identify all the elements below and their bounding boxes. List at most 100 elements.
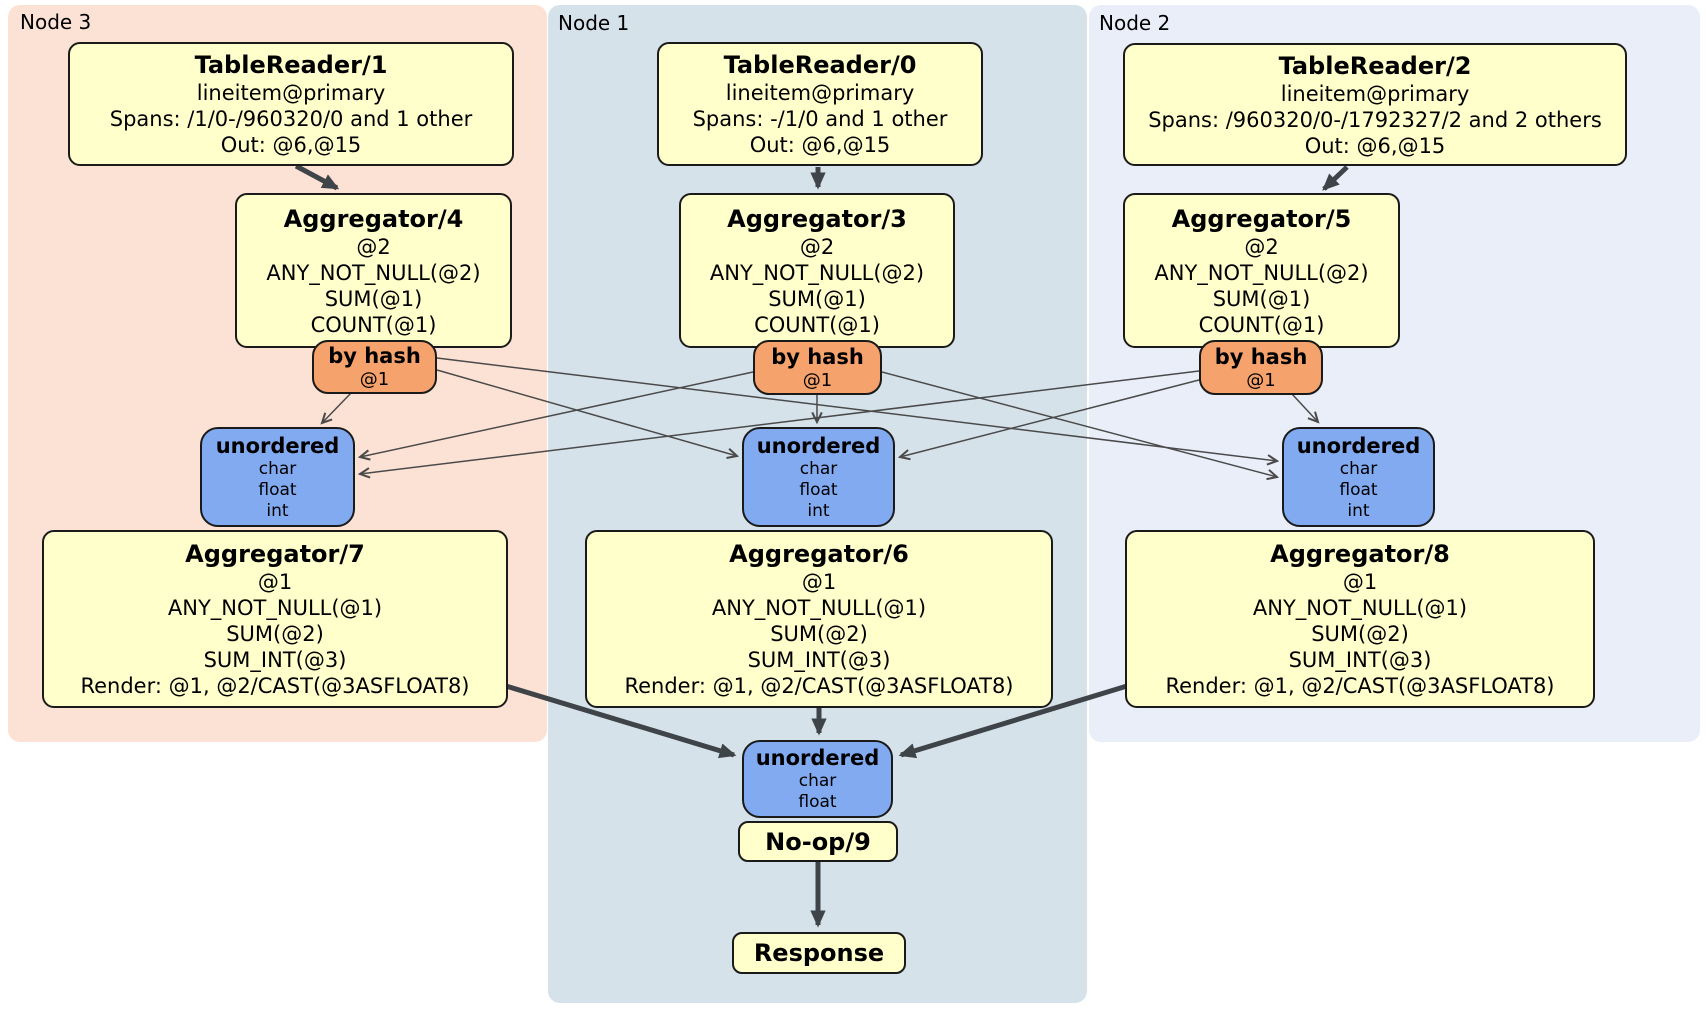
box-line: Render: @1, @2/CAST(@3ASFLOAT8) bbox=[1165, 674, 1555, 698]
box-line: lineitem@primary bbox=[196, 81, 386, 105]
edge-router3-sync2 bbox=[436, 357, 1277, 461]
box-title: TableReader/0 bbox=[723, 51, 917, 79]
node1-label: Node 1 bbox=[558, 11, 630, 35]
box-title: TableReader/2 bbox=[1278, 51, 1472, 80]
sync-title: unordered bbox=[1296, 433, 1421, 458]
box-line: SUM_INT(@3) bbox=[1288, 648, 1432, 672]
box-line: @2 bbox=[356, 234, 391, 259]
edge-router3-sync3 bbox=[322, 391, 353, 423]
router-title: by hash bbox=[771, 344, 864, 369]
sync-title: unordered bbox=[756, 433, 881, 458]
sync-line: char bbox=[258, 458, 297, 479]
box-title: No-op/9 bbox=[765, 827, 871, 856]
box-line: COUNT(@1) bbox=[310, 312, 437, 337]
aggregator-box-3: Aggregator/3 @2 ANY_NOT_NULL(@2) SUM(@1)… bbox=[679, 193, 955, 348]
box-line: Render: @1, @2/CAST(@3ASFLOAT8) bbox=[80, 674, 470, 698]
node3-label: Node 3 bbox=[20, 10, 92, 34]
edge-router1-sync3 bbox=[360, 371, 754, 457]
unordered-sync-node1: unordered char float int bbox=[742, 427, 895, 527]
box-title: Aggregator/3 bbox=[727, 204, 907, 233]
box-title: Aggregator/6 bbox=[729, 540, 909, 568]
box-line: Render: @1, @2/CAST(@3ASFLOAT8) bbox=[624, 674, 1014, 698]
table-reader-box-1: TableReader/1 lineitem@primary Spans: /1… bbox=[68, 42, 514, 166]
router-detail: @1 bbox=[802, 369, 833, 391]
sync-line: float bbox=[258, 479, 297, 500]
table-reader-box-0: TableReader/0 lineitem@primary Spans: -/… bbox=[657, 42, 983, 166]
sync-line: float bbox=[799, 479, 838, 500]
unordered-sync-final: unordered char float bbox=[742, 740, 893, 818]
box-title: Response bbox=[753, 939, 885, 967]
box-line: Out: @6,@15 bbox=[1304, 133, 1446, 158]
edge-router1-sync2 bbox=[881, 371, 1277, 477]
edge-reader1-agg4 bbox=[294, 163, 340, 191]
sync-line: char bbox=[799, 458, 838, 479]
box-line: SUM(@2) bbox=[770, 622, 868, 646]
node2-label: Node 2 bbox=[1099, 11, 1171, 35]
noop-box: No-op/9 bbox=[738, 821, 898, 862]
box-line: @2 bbox=[1244, 234, 1279, 259]
box-title: TableReader/1 bbox=[194, 51, 388, 79]
box-line: ANY_NOT_NULL(@2) bbox=[709, 260, 925, 285]
hash-router-node1: by hash @1 bbox=[753, 340, 882, 395]
aggregator-box-6: Aggregator/6 @1 ANY_NOT_NULL(@1) SUM(@2)… bbox=[585, 530, 1053, 708]
box-line: ANY_NOT_NULL(@2) bbox=[266, 260, 481, 285]
box-line: COUNT(@1) bbox=[1198, 312, 1325, 337]
edge-reader2-agg5 bbox=[1322, 165, 1349, 191]
box-line: Spans: /1/0-/960320/0 and 1 other bbox=[109, 107, 473, 131]
router-detail: @1 bbox=[359, 369, 390, 390]
edge-agg8-finalsync bbox=[898, 683, 1128, 759]
sync-line: int bbox=[266, 500, 289, 521]
response-box: Response bbox=[732, 932, 906, 974]
hash-router-node3: by hash @1 bbox=[312, 340, 437, 394]
unordered-sync-node3: unordered char float int bbox=[200, 427, 355, 527]
aggregator-box-4: Aggregator/4 @2 ANY_NOT_NULL(@2) SUM(@1)… bbox=[235, 193, 512, 348]
box-title: Aggregator/8 bbox=[1270, 540, 1450, 568]
box-line: SUM(@1) bbox=[324, 286, 423, 311]
edge-router2-sync2 bbox=[1291, 393, 1318, 422]
box-line: COUNT(@1) bbox=[754, 312, 880, 337]
router-title: by hash bbox=[328, 344, 421, 368]
box-line: lineitem@primary bbox=[725, 81, 915, 105]
box-line: SUM(@2) bbox=[226, 622, 324, 646]
unordered-sync-node2: unordered char float int bbox=[1282, 427, 1435, 527]
box-line: SUM(@1) bbox=[768, 286, 866, 311]
box-line: Spans: /960320/0-/1792327/2 and 2 others bbox=[1148, 107, 1602, 132]
box-line: @2 bbox=[799, 234, 835, 259]
edge-router2-sync3 bbox=[360, 370, 1200, 474]
router-title: by hash bbox=[1214, 344, 1308, 369]
box-title: Aggregator/4 bbox=[283, 204, 464, 233]
table-reader-box-2: TableReader/2 lineitem@primary Spans: /9… bbox=[1123, 43, 1627, 166]
aggregator-box-7: Aggregator/7 @1 ANY_NOT_NULL(@1) SUM(@2)… bbox=[42, 530, 508, 708]
aggregator-box-8: Aggregator/8 @1 ANY_NOT_NULL(@1) SUM(@2)… bbox=[1125, 530, 1595, 708]
sync-title: unordered bbox=[755, 746, 880, 770]
box-line: Spans: -/1/0 and 1 other bbox=[692, 107, 948, 131]
box-line: SUM(@2) bbox=[1311, 622, 1409, 646]
sync-line: float bbox=[1339, 479, 1378, 500]
box-line: ANY_NOT_NULL(@1) bbox=[167, 596, 383, 620]
box-line: ANY_NOT_NULL(@1) bbox=[1252, 596, 1468, 620]
sync-title: unordered bbox=[215, 433, 340, 458]
box-line: Out: @6,@15 bbox=[749, 133, 891, 157]
edge-router2-sync1 bbox=[900, 379, 1200, 457]
box-line: SUM(@1) bbox=[1212, 286, 1311, 311]
edge-agg7-finalsync bbox=[505, 683, 737, 759]
box-line: ANY_NOT_NULL(@1) bbox=[711, 596, 927, 620]
box-line: @1 bbox=[257, 570, 293, 594]
box-title: Aggregator/7 bbox=[185, 540, 365, 568]
sync-line: int bbox=[1347, 500, 1370, 521]
box-line: @1 bbox=[1342, 570, 1378, 594]
sync-line: char bbox=[798, 771, 837, 791]
box-line: ANY_NOT_NULL(@2) bbox=[1154, 260, 1369, 285]
box-title: Aggregator/5 bbox=[1171, 204, 1352, 233]
box-line: Out: @6,@15 bbox=[220, 133, 362, 157]
sync-line: int bbox=[807, 500, 830, 521]
hash-router-node2: by hash @1 bbox=[1199, 340, 1323, 395]
aggregator-box-5: Aggregator/5 @2 ANY_NOT_NULL(@2) SUM(@1)… bbox=[1123, 193, 1400, 348]
edge-router3-sync1 bbox=[436, 369, 737, 456]
box-line: lineitem@primary bbox=[1280, 81, 1470, 106]
sync-line: char bbox=[1339, 458, 1378, 479]
box-line: @1 bbox=[801, 570, 837, 594]
box-line: SUM_INT(@3) bbox=[747, 648, 891, 672]
sync-line: float bbox=[798, 792, 837, 812]
